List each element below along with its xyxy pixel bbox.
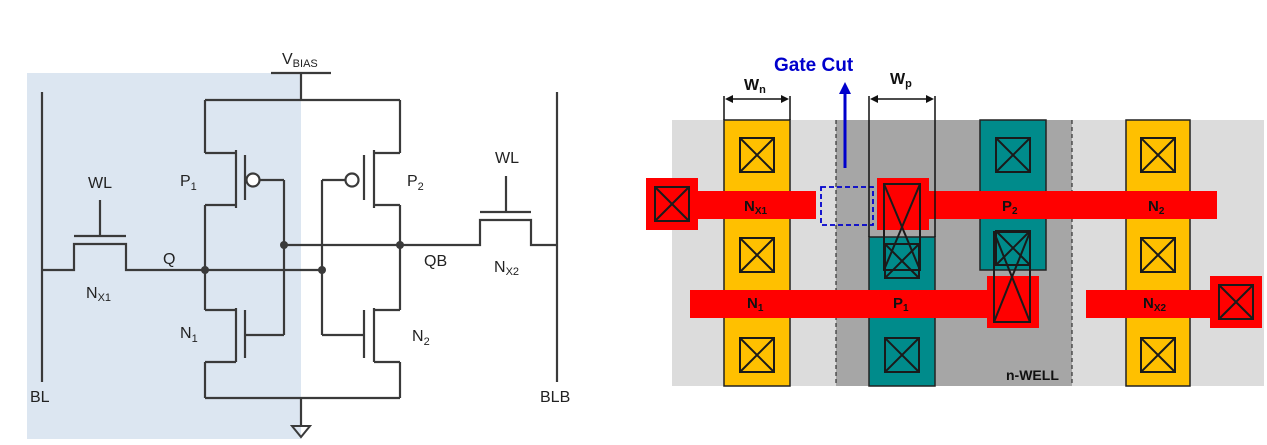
blb-label: BLB xyxy=(540,389,570,406)
p1-transistor xyxy=(203,100,286,335)
wp-dimension xyxy=(868,95,936,237)
n1-label: N1 xyxy=(180,325,198,345)
bl-label: BL xyxy=(30,389,50,406)
q-gate-dot xyxy=(318,266,326,274)
sram-layout: Gate Cut Wn Wp NX1 P2 N2 N1 P1 NX2 n-WEL… xyxy=(646,55,1264,387)
n-well-label: n-WELL xyxy=(1006,367,1059,383)
gate-cut-label: Gate Cut xyxy=(774,55,854,76)
vbias-label: VBIAS xyxy=(282,51,318,70)
contact-icon xyxy=(1218,284,1254,320)
q-wire xyxy=(42,242,205,272)
gate-cut-arrowhead xyxy=(839,82,851,94)
gate-cut-region xyxy=(820,186,874,226)
highlighted-half-cell xyxy=(27,73,301,439)
shared-contacts xyxy=(883,183,1031,323)
p2-transistor xyxy=(320,100,402,335)
contact-icon xyxy=(739,137,775,173)
contact-icon xyxy=(884,337,920,373)
layout-p2-label: P2 xyxy=(1002,198,1018,217)
wl-left-label: WL xyxy=(88,175,112,192)
nx2-label: NX2 xyxy=(494,259,519,278)
nx1-label: NX1 xyxy=(86,285,111,304)
contact-icon xyxy=(739,337,775,373)
n-diffusion-left xyxy=(723,119,791,387)
wl-right-label: WL xyxy=(495,150,519,167)
n2-label: N2 xyxy=(412,328,430,348)
n1-transistor xyxy=(203,270,284,398)
wp-label: Wp xyxy=(890,71,912,90)
layout-n2-label: N2 xyxy=(1148,198,1165,217)
q-node-dot xyxy=(201,266,209,274)
layout-p1-label: P1 xyxy=(893,295,909,314)
qb-node-dot xyxy=(396,241,404,249)
wn-dimension xyxy=(723,95,791,120)
gate-p2-n2 xyxy=(877,191,1217,219)
gate-n1-p1 xyxy=(690,290,1030,318)
n-diffusion-right xyxy=(1125,119,1191,387)
layout-n1-label: N1 xyxy=(747,295,764,314)
qb-label: QB xyxy=(424,253,447,270)
contact-icon xyxy=(654,186,690,222)
ground-symbol xyxy=(289,425,313,439)
layout-nx2-label: NX2 xyxy=(1143,295,1167,314)
sram-schematic: VBIAS WL WL P1 P2 N1 N2 NX1 NX2 Q QB BL … xyxy=(27,51,570,439)
contact-icon xyxy=(1140,237,1176,273)
q-label: Q xyxy=(163,251,175,268)
gate-nx2 xyxy=(1086,290,1221,318)
contact-icon xyxy=(995,137,1031,173)
contact-icon xyxy=(1140,337,1176,373)
contact-icon xyxy=(1140,137,1176,173)
shared-contact-icon xyxy=(883,183,921,271)
wn-label: Wn xyxy=(744,77,766,96)
n2-transistor xyxy=(322,308,402,398)
p2-label: P2 xyxy=(407,173,424,193)
diffusion-contacts xyxy=(654,137,1254,373)
nx2-channel xyxy=(400,218,557,247)
shared-contact-icon xyxy=(993,231,1031,323)
p1-label: P1 xyxy=(180,173,197,193)
layout-nx1-label: NX1 xyxy=(744,198,768,217)
contact-icon xyxy=(739,237,775,273)
qb-gate-dot xyxy=(280,241,288,249)
